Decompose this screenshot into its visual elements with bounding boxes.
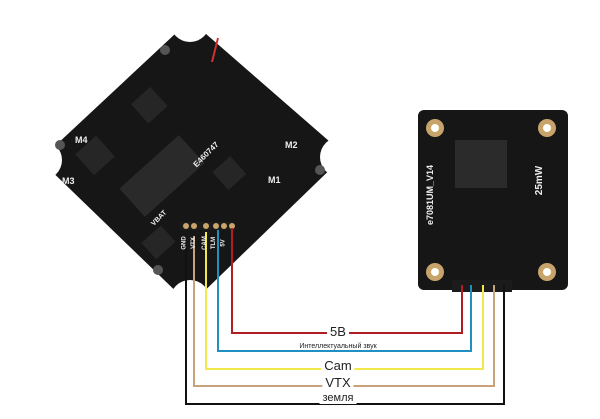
pad-label-tlm: TLM: [211, 236, 218, 250]
pad-label-5v: 5V: [220, 239, 227, 247]
pad-label-cam: CAM: [201, 236, 208, 250]
wire-label-power: 5B: [327, 325, 349, 338]
motor-label-m1: M1: [268, 175, 281, 185]
wire-label-ground: земля: [319, 393, 357, 404]
flight-controller-board: [22, 2, 360, 320]
pad-label-vtx: VTX: [190, 237, 197, 249]
wire-smart-audio: [217, 230, 472, 352]
wire-label-vtx: VTX: [322, 376, 354, 389]
motor-label-m4: M4: [75, 135, 88, 145]
motor-label-m3: M3: [62, 176, 75, 186]
wire-ground: [185, 245, 505, 405]
vtx-power-label: 25mW: [534, 165, 546, 196]
wire-label-camera: Cam: [321, 359, 355, 372]
vtx-model-label: e7081UM_V14: [425, 164, 436, 226]
pad-label-gnd: GND: [181, 236, 188, 250]
motor-label-m2: M2: [285, 140, 298, 150]
wire-label-smart-audio: Интеллектуальный звук: [296, 343, 380, 350]
vtx-board: [418, 110, 568, 292]
